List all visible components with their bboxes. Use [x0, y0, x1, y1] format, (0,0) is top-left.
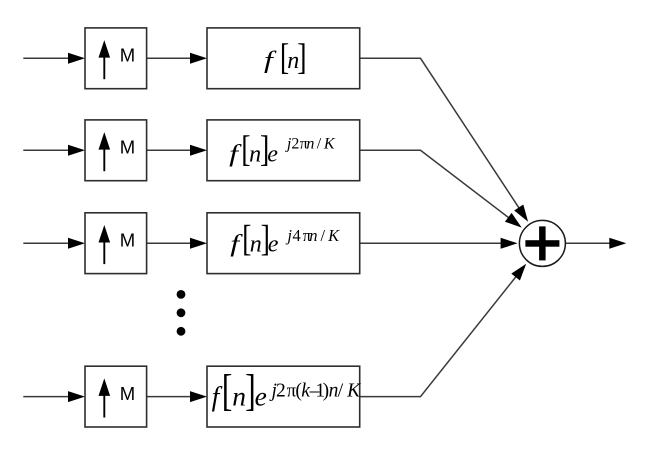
svg-text:]: ]: [261, 219, 270, 260]
svg-text:4: 4: [293, 226, 301, 245]
svg-text:j: j: [285, 226, 292, 245]
svg-text:M: M: [120, 229, 135, 250]
svg-text:K: K: [327, 226, 340, 245]
svg-text:n: n: [287, 48, 299, 74]
svg-text:/: /: [321, 226, 326, 245]
svg-text:]: ]: [260, 129, 269, 170]
svg-text:–: –: [309, 380, 320, 401]
svg-text:n: n: [306, 136, 314, 153]
svg-text:n: n: [329, 380, 339, 401]
svg-text:e: e: [255, 381, 267, 412]
svg-text:): ): [323, 380, 330, 401]
svg-text:[: [: [280, 37, 289, 78]
svg-text:(: (: [295, 380, 302, 401]
svg-text:M: M: [120, 383, 135, 404]
svg-text:n: n: [249, 142, 261, 168]
svg-text:[: [: [242, 219, 251, 260]
svg-text:π: π: [303, 226, 312, 245]
svg-text:j: j: [269, 380, 277, 401]
svg-text:M: M: [120, 137, 135, 158]
svg-text:K: K: [323, 136, 336, 153]
svg-text:π: π: [300, 136, 308, 153]
svg-text:n: n: [232, 381, 246, 412]
svg-text:[: [: [241, 129, 250, 170]
svg-text:k: k: [301, 380, 310, 401]
svg-text:f: f: [212, 381, 223, 412]
svg-text:j: j: [285, 136, 292, 153]
svg-text:2: 2: [291, 136, 299, 153]
svg-text:n: n: [309, 226, 317, 245]
svg-text:[: [: [222, 367, 233, 415]
svg-text:/: /: [317, 136, 322, 153]
svg-text:K: K: [346, 380, 361, 401]
svg-text:]: ]: [297, 37, 306, 78]
svg-text:e: e: [268, 231, 279, 257]
svg-text:M: M: [120, 45, 135, 66]
svg-text:n: n: [250, 231, 262, 257]
svg-text:]: ]: [245, 367, 256, 415]
svg-text:π: π: [287, 381, 297, 401]
svg-text:2: 2: [276, 380, 286, 401]
svg-text:/: /: [338, 380, 344, 401]
svg-text:1: 1: [315, 380, 325, 401]
svg-text:e: e: [267, 142, 278, 168]
